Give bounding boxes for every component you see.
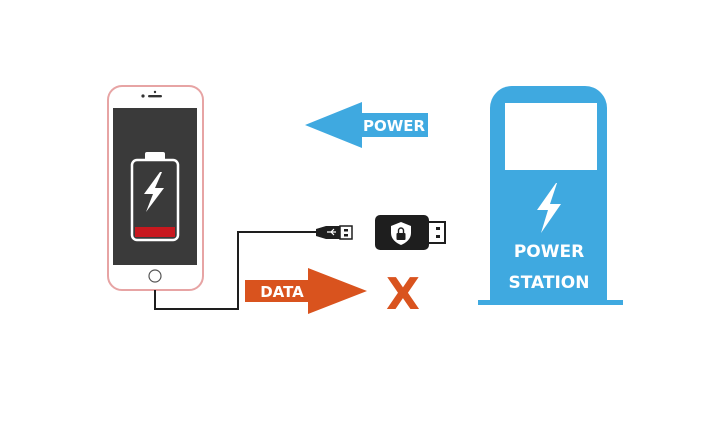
- blocked-x-mark: X: [386, 269, 420, 320]
- power-arrow-label: POWER: [363, 117, 426, 135]
- lightning-bolt-icon: [144, 172, 164, 212]
- usb-security-key-icon: [375, 215, 446, 250]
- data-arrow: DATA: [245, 268, 367, 314]
- battery-level-fill: [135, 227, 175, 237]
- home-button: [148, 269, 162, 283]
- power-arrow: POWER: [305, 102, 428, 148]
- battery-charging-icon: [130, 152, 180, 242]
- usb-plug-icon: [316, 225, 353, 240]
- data-arrow-label: DATA: [260, 283, 304, 301]
- station-label-line2: STATION: [509, 273, 590, 293]
- station-screen: [505, 103, 597, 170]
- lightning-bolt-icon: [537, 183, 561, 233]
- charging-station-icon: POWER STATION: [478, 86, 623, 305]
- station-label-line1: POWER: [514, 242, 584, 262]
- usb-cable: [154, 231, 318, 310]
